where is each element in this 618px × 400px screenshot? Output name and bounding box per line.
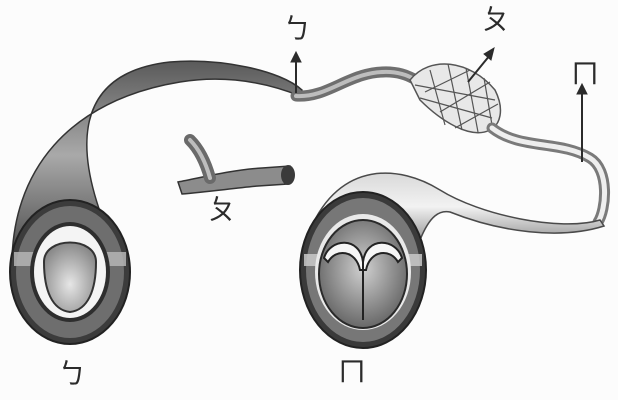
- label-capillary-top: ㄆ: [482, 6, 510, 34]
- vein-cross-section: [300, 192, 426, 348]
- label-artery-bottom: ㄅ: [58, 360, 86, 388]
- capillary-network: [410, 64, 500, 133]
- artery-cross-section: [10, 200, 130, 344]
- vein: [300, 128, 605, 348]
- label-artery-top: ㄅ: [283, 15, 311, 43]
- label-vessel-fragment: ㄆ: [208, 196, 236, 224]
- label-vein-right: ㄇ: [571, 60, 599, 88]
- label-vein-bottom: ㄇ: [338, 358, 366, 386]
- vessel-fragment: [178, 140, 295, 194]
- venule: [492, 128, 605, 222]
